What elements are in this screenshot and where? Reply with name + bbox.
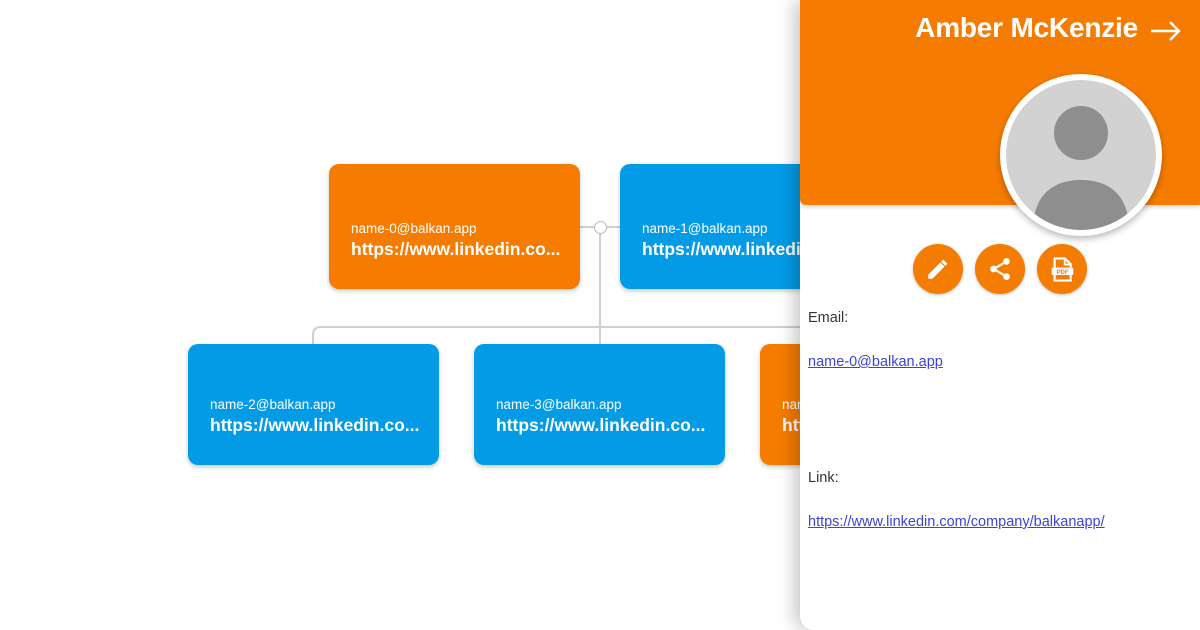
spacer	[808, 488, 1190, 512]
share-button[interactable]	[975, 244, 1025, 294]
field-email: Email: name-0@balkan.app	[808, 308, 1190, 372]
user-avatar-placeholder-icon	[1033, 106, 1129, 230]
node-email: name-3@balkan.app	[496, 397, 622, 412]
node-link: https://www.linkedin...	[642, 239, 827, 259]
node-email: name-0@balkan.app	[351, 221, 477, 236]
profile-link[interactable]: https://www.linkedin.com/company/balkana…	[808, 514, 1105, 530]
detail-panel-title: Amber McKenzie	[915, 12, 1138, 43]
pencil-edit-icon	[928, 259, 948, 279]
pdf-export-icon: PDF	[1051, 256, 1073, 282]
arrow-right-icon[interactable]	[1146, 14, 1186, 48]
node-link: https://www.linkedin.co...	[351, 239, 561, 259]
detail-panel-actions: PDF	[800, 244, 1200, 294]
node-email: name-1@balkan.app	[642, 221, 768, 236]
svg-text:PDF: PDF	[1056, 269, 1068, 275]
spacer	[808, 328, 1190, 352]
field-gap	[808, 372, 1190, 468]
field-link: Link: https://www.linkedin.com/company/b…	[808, 468, 1190, 532]
export-pdf-button[interactable]: PDF	[1037, 244, 1087, 294]
email-link[interactable]: name-0@balkan.app	[808, 354, 943, 370]
edit-button[interactable]	[913, 244, 963, 294]
field-label: Link:	[808, 470, 839, 486]
node-email: name-2@balkan.app	[210, 397, 336, 412]
field-label: Email:	[808, 310, 849, 326]
node-link: https://www.linkedin.co...	[496, 415, 706, 435]
detail-panel-fields: Email: name-0@balkan.app Link: https://w…	[800, 308, 1200, 630]
orgchart-node-name-0[interactable]: name-0@balkan.app https://www.linkedin.c…	[329, 164, 580, 289]
share-nodes-icon	[990, 258, 1010, 280]
node-detail-panel: Amber McKenzie	[800, 0, 1200, 630]
orgchart-node-name-3[interactable]: name-3@balkan.app https://www.linkedin.c…	[474, 344, 725, 465]
collapse-toggle-dot[interactable]	[594, 221, 607, 234]
avatar	[1000, 74, 1162, 236]
orgchart-node-name-2[interactable]: name-2@balkan.app https://www.linkedin.c…	[188, 344, 439, 465]
node-link: https://www.linkedin.co...	[210, 415, 420, 435]
